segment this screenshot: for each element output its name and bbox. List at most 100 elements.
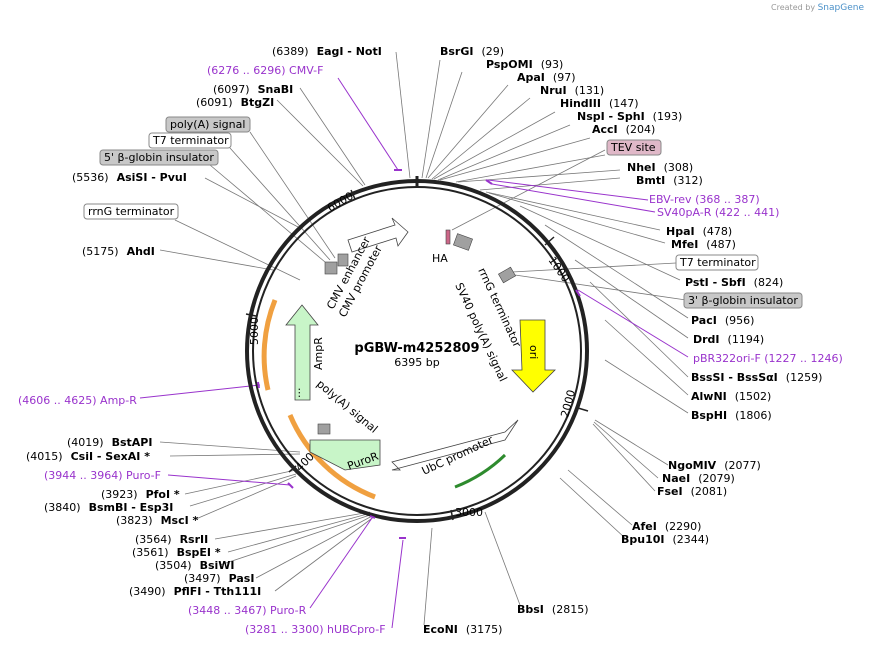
site-position: (4015) (26, 450, 63, 463)
site-label: DrdI(1194) (693, 333, 764, 346)
site-position: (4019) (67, 436, 104, 449)
site-label: HindIII(147) (560, 97, 639, 110)
fbox-5globin-text: 5' β-globin insulator (104, 151, 214, 164)
site-label: (3504) BsiWI (155, 559, 235, 572)
green-arc (454, 453, 507, 489)
fbox-rrng-text: rrnG terminator (88, 205, 175, 218)
site-label: ApaI(97) (517, 71, 576, 84)
site-position: (2079) (698, 472, 735, 485)
tick-label-3000: 3000 (455, 506, 483, 519)
ubc-promoter-arrow (391, 419, 519, 471)
site-position: (5536) (72, 171, 109, 184)
site-position: (193) (653, 110, 683, 123)
tick-marks (245, 189, 589, 521)
enzyme-name: NspI - SphI (577, 110, 645, 123)
fbox-5globin-bg (99, 149, 219, 166)
rrng-box (498, 266, 516, 284)
primer-label-ebv-rev: EBV-rev (368 .. 387) (649, 193, 760, 206)
site-label: (5175) AhdI (82, 245, 155, 258)
watermark-prefix: Created by (771, 3, 816, 12)
primer-label-hubcpro-f: (3281 .. 3300) hUBCpro-F (245, 623, 386, 636)
site-label: (3490)PflFI - Tth111I (129, 585, 261, 598)
enzyme-name: BsiWI (200, 559, 235, 572)
feature-leader-lines (174, 131, 687, 301)
primer-label-puro-r: (3448 .. 3467) Puro-R (188, 604, 307, 617)
site-position: (3504) (155, 559, 192, 572)
enzyme-name: BstAPI (112, 436, 153, 449)
fbox-t7-right-text: T7 terminator (679, 256, 756, 269)
enzyme-name: PstI - SbfI (685, 276, 746, 289)
right-enzyme-labels: BsrGI(29) PspOMI(93) ApaI(97) NruI(131) … (423, 45, 822, 636)
enzyme-name: BspEI * (177, 546, 221, 559)
site-position: (1806) (735, 409, 772, 422)
polya-box (337, 253, 349, 267)
puror-arrow (309, 439, 381, 471)
enzyme-name: BsrGI (440, 45, 473, 58)
ampr-label: AmpR (312, 337, 325, 370)
ha-tag-box (453, 233, 473, 251)
enzyme-name: NgoMIV (668, 459, 717, 472)
enzyme-name: AhdI (127, 245, 155, 258)
fbox-polya-text: poly(A) signal (170, 118, 245, 131)
plasmid-length: 6395 bp (394, 356, 439, 369)
site-position: (6091) (196, 96, 233, 109)
enzyme-name: BspHI (691, 409, 727, 422)
fbox-t7-left-bg (148, 132, 232, 149)
site-position: (1259) (786, 371, 823, 384)
enzyme-name: MscI * (161, 514, 199, 527)
enzyme-name: SnaBI (258, 83, 294, 96)
site-label: BmtI(312) (636, 174, 703, 187)
enzyme-name: BmtI (636, 174, 665, 187)
site-label: NgoMIV (2077) (668, 459, 761, 472)
fbox-polya-bg (165, 116, 251, 133)
site-position: (478) (703, 225, 733, 238)
site-label: AlwNI(1502) (691, 390, 771, 403)
site-label: (3497)PasI (184, 572, 254, 585)
site-position: (2290) (665, 520, 702, 533)
enzyme-name: PflFI - Tth111I (174, 585, 262, 598)
enzyme-name: CsiI - SexAI * (71, 450, 151, 463)
primer-lines (139, 77, 689, 629)
site-position: (3923) (101, 488, 138, 501)
site-label: EcoNI(3175) (423, 623, 502, 636)
primer-labels: (6276 .. 6296) CMV-F EBV-rev (368 .. 387… (18, 64, 843, 636)
fbox-rrng-bg (83, 203, 179, 220)
site-position: (2077) (724, 459, 761, 472)
site-position: (5175) (82, 245, 119, 258)
enzyme-name: HpaI (666, 225, 695, 238)
site-position: (3497) (184, 572, 221, 585)
site-position: (308) (664, 161, 694, 174)
site-label: (4015) CsiI - SexAI * (26, 450, 150, 463)
site-label: NruI (131) (540, 84, 604, 97)
amp-promoter-arc (261, 299, 278, 391)
site-label: (3923)PfoI * (101, 488, 180, 501)
site-position: (2815) (552, 603, 589, 616)
ampr-arrow (285, 304, 319, 401)
site-label: (4019) BstAPI (67, 436, 152, 449)
site-label: (3564)RsrII (135, 533, 208, 546)
cmv-enhancer-arrow (347, 217, 409, 253)
site-label: AccI (204) (592, 123, 655, 136)
site-label: AfeI (2290) (632, 520, 701, 533)
enzyme-name: DrdI (693, 333, 720, 346)
orange-arc-lower (287, 414, 376, 500)
site-label: BspHI (1806) (691, 409, 772, 422)
primer-label-cmv-f: (6276 .. 6296) CMV-F (207, 64, 323, 77)
site-position: (3561) (132, 546, 169, 559)
enzyme-name: PspOMI (486, 58, 533, 71)
fbox-tev-text: TEV site (610, 141, 656, 154)
tick-label-6000: 6000 (325, 189, 356, 214)
enzyme-name: AlwNI (691, 390, 727, 403)
site-label: NheI(308) (627, 161, 693, 174)
site-label: MfeI(487) (671, 238, 736, 251)
enzyme-name: AccI (592, 123, 618, 136)
site-position: (204) (626, 123, 656, 136)
site-label: (6097)SnaBI (213, 83, 293, 96)
site-position: (131) (575, 84, 605, 97)
site-label: (6389)EagI - NotI (272, 45, 382, 58)
enzyme-name: AfeI (632, 520, 657, 533)
enzyme-name: NruI (540, 84, 567, 97)
enzyme-name: BssSI - BssSαI (691, 371, 778, 384)
site-position: (97) (553, 71, 576, 84)
